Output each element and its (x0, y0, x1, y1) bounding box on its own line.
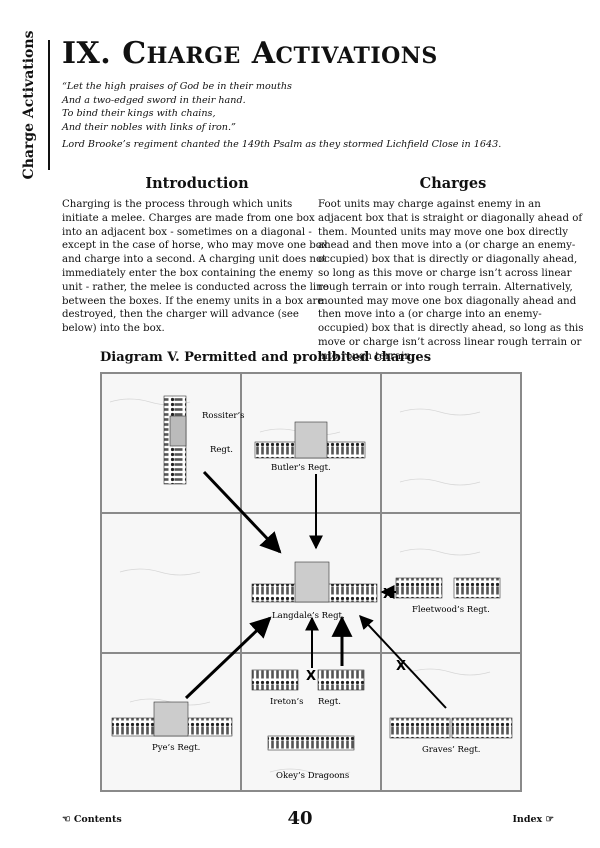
unit-label: Regt. (318, 697, 341, 707)
charges-text: Foot units may charge against enemy in a… (318, 199, 584, 362)
board-box (100, 512, 242, 654)
unit-pye: Pye’s Regt. (111, 701, 233, 753)
prohibited-marks: X X X (306, 587, 406, 684)
diagram-title: Diagram V. Permitted and prohibited char… (100, 350, 432, 365)
introduction-text: Charging is the process through which un… (62, 199, 329, 335)
unit-label: Okey’s Dragoons (276, 771, 349, 781)
unit-fleetwood: Fleetwood’s Regt. (395, 577, 501, 615)
arrow-pye-charge (184, 616, 272, 700)
diagram-svg: Rossiter’s Regt. Butler’s Regt. Langdale… (100, 372, 522, 792)
contents-link[interactable]: ☜ Contents (62, 814, 122, 825)
unit-label: Pye’s Regt. (152, 743, 200, 753)
page-number: 40 (287, 808, 313, 829)
board-box (380, 372, 522, 514)
epigraph-line: “Let the high praises of God be in their… (62, 81, 292, 92)
title-word1-initial: C (122, 36, 147, 71)
prohibited-x: X (383, 587, 393, 602)
epigraph-line: And a two-edged sword in their hand. (62, 94, 246, 106)
title-word2-rest: CTIVATIONS (275, 43, 438, 69)
epigraph-attribution: Lord Brooke’s regiment chanted the 149th… (62, 139, 502, 151)
page-title: IX. CHARGE ACTIVATIONS (62, 36, 438, 71)
unit-okey: Okey’s Dragoons (267, 735, 355, 781)
title-number: IX. (62, 36, 112, 71)
unit-label: Rossiter’s (202, 411, 245, 421)
prohibited-x: X (396, 659, 406, 674)
title-word2-initial: A (251, 36, 276, 71)
side-rule (48, 40, 50, 170)
introduction-heading: Introduction (145, 175, 249, 192)
epigraph-line: And their nobles with links of iron.” (62, 121, 236, 133)
unit-rossiter: Rossiter’s Regt. (163, 395, 245, 485)
charge-diagram: Rossiter’s Regt. Butler’s Regt. Langdale… (100, 372, 522, 792)
side-tab-label: Charge Activations (21, 30, 37, 180)
unit-label: Langdale’s Regt. (272, 611, 345, 621)
epigraph: “Let the high praises of God be in their… (62, 80, 501, 152)
epigraph-line: To bind their kings with chains, (62, 108, 216, 120)
side-tab: Charge Activations (18, 31, 40, 180)
arrow-rossiter-charge (202, 470, 282, 554)
unit-label: Fleetwood’s Regt. (412, 605, 490, 615)
unit-label: Butler’s Regt. (271, 463, 331, 473)
title-word1-rest: HARGE (146, 43, 241, 69)
introduction-section: Introduction Charging is the process thr… (62, 175, 332, 336)
unit-graves: Graves’ Regt. (389, 717, 513, 755)
unit-label: Regt. (210, 445, 233, 455)
index-link[interactable]: Index ☞ (512, 814, 554, 825)
unit-label: Ireton’s (270, 697, 304, 707)
unit-ireton: Ireton’s Regt. (251, 669, 365, 707)
charge-arrows (184, 470, 447, 709)
unit-label: Graves’ Regt. (422, 745, 481, 755)
charges-section: Charges Foot units may charge against en… (318, 175, 588, 364)
charges-heading: Charges (419, 175, 487, 192)
unit-langdale: Langdale’s Regt. (251, 561, 378, 621)
unit-butler: Butler’s Regt. (254, 421, 366, 473)
arrow-graves-charge (359, 614, 447, 709)
prohibited-x: X (306, 669, 316, 684)
